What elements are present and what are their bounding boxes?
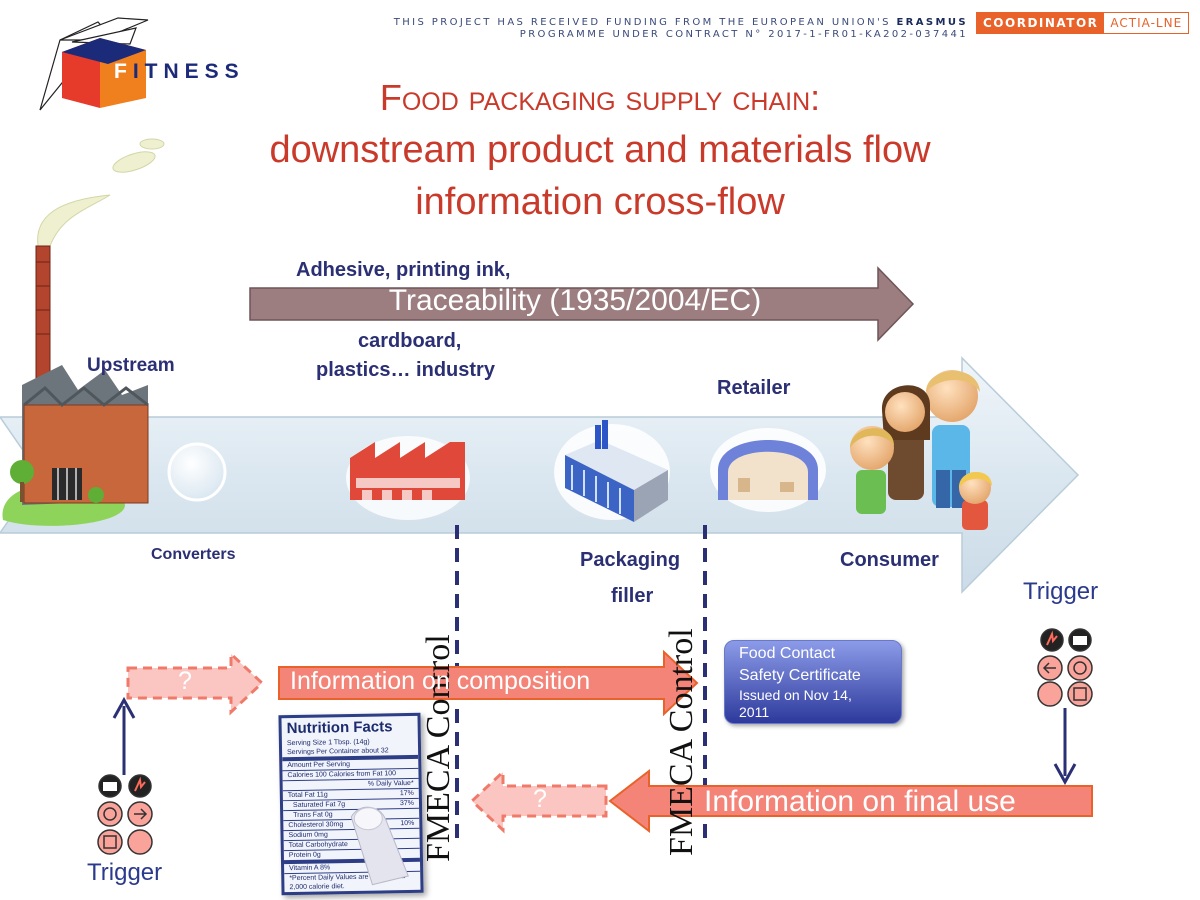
logo-rest: ITNESS bbox=[132, 60, 245, 83]
certificate-issued-line1: Issued on Nov 14, bbox=[739, 687, 852, 703]
unknown-flow-arrow-top bbox=[126, 650, 265, 716]
trigger-icons-right bbox=[1037, 628, 1093, 707]
retailer-label: Retailer bbox=[717, 377, 791, 399]
upstream-label: Upstream bbox=[87, 355, 175, 376]
funding-notice: THIS PROJECT HAS RECEIVED FUNDING FROM T… bbox=[394, 17, 968, 41]
nutrition-facts-label: Nutrition Facts Serving Size 1 Tbsp. (14… bbox=[278, 712, 424, 896]
trigger-label-right: Trigger bbox=[1023, 578, 1099, 605]
trigger-label-left: Trigger bbox=[87, 859, 163, 886]
trigger-icons-left bbox=[97, 774, 153, 855]
fitness-logo-icon bbox=[39, 17, 149, 111]
consumer-label: Consumer bbox=[840, 549, 939, 571]
certificate-issued-line2: 2011 bbox=[739, 704, 770, 720]
coordinator-label: COORDINATOR bbox=[977, 13, 1105, 33]
retailer-icon bbox=[710, 428, 826, 512]
finger-icon bbox=[350, 806, 409, 886]
logo-letter: F bbox=[114, 60, 133, 83]
fitness-logo-text: FITNESS bbox=[114, 60, 245, 84]
safety-certificate: Food Contact Safety Certificate Issued o… bbox=[724, 640, 902, 724]
converter-factory-icon bbox=[346, 436, 470, 520]
composition-arrow bbox=[278, 649, 699, 717]
unknown-top-label: ? bbox=[178, 667, 192, 695]
composition-label: Information on composition bbox=[290, 667, 591, 695]
packaging-filler-label-line2: filler bbox=[611, 585, 654, 607]
traceability-arrow bbox=[249, 266, 915, 342]
fmeca-control-right: FMECA Control bbox=[663, 628, 700, 856]
traceability-label: Traceability (1935/2004/EC) bbox=[388, 284, 762, 317]
final-use-label: Information on final use bbox=[704, 785, 1016, 818]
certificate-line2: Safety Certificate bbox=[739, 667, 861, 684]
nutrition-title: Nutrition Facts bbox=[286, 718, 393, 738]
unknown-bottom-label: ? bbox=[533, 785, 547, 813]
title-line2: downstream product and materials flow bbox=[269, 129, 931, 171]
final-use-arrow bbox=[608, 768, 1093, 834]
converter-icon bbox=[167, 442, 227, 502]
nutrition-total-fat: Total Fat 11g bbox=[287, 791, 328, 800]
industry-label-line1: Adhesive, printing ink, bbox=[296, 259, 511, 281]
nutrition-cholesterol: Cholesterol 30mg bbox=[288, 821, 344, 830]
funding-line1: THIS PROJECT HAS RECEIVED FUNDING FROM T… bbox=[393, 17, 891, 28]
page-title: Food packaging supply chain: downstream … bbox=[160, 72, 1040, 228]
certificate-line1: Food Contact bbox=[739, 645, 836, 662]
packaging-plant-icon bbox=[554, 420, 670, 522]
consumers-icon bbox=[850, 370, 992, 530]
industry-label-line2: cardboard, bbox=[358, 330, 462, 352]
unknown-flow-arrow-bottom bbox=[469, 768, 608, 834]
industry-label-line3: plastics… industry bbox=[316, 359, 495, 381]
funding-line2: PROGRAMME UNDER CONTRACT N° 2017-1-FR01-… bbox=[519, 29, 968, 40]
coordinator-value: ACTIA-LNE bbox=[1104, 13, 1189, 33]
packaging-filler-label-line1: Packaging bbox=[580, 549, 681, 571]
title-line3: information cross-flow bbox=[415, 181, 785, 223]
factory-icon bbox=[2, 245, 149, 526]
nutrition-sat-fat: Saturated Fat 7g bbox=[292, 801, 346, 810]
coordinator-badge: COORDINATOR ACTIA-LNE bbox=[976, 12, 1190, 34]
smoke-icon bbox=[37, 138, 165, 247]
converters-label: Converters bbox=[151, 546, 236, 563]
title-line1: Food packaging supply chain: bbox=[379, 77, 821, 118]
funding-programme: ERASMUS bbox=[896, 17, 968, 28]
